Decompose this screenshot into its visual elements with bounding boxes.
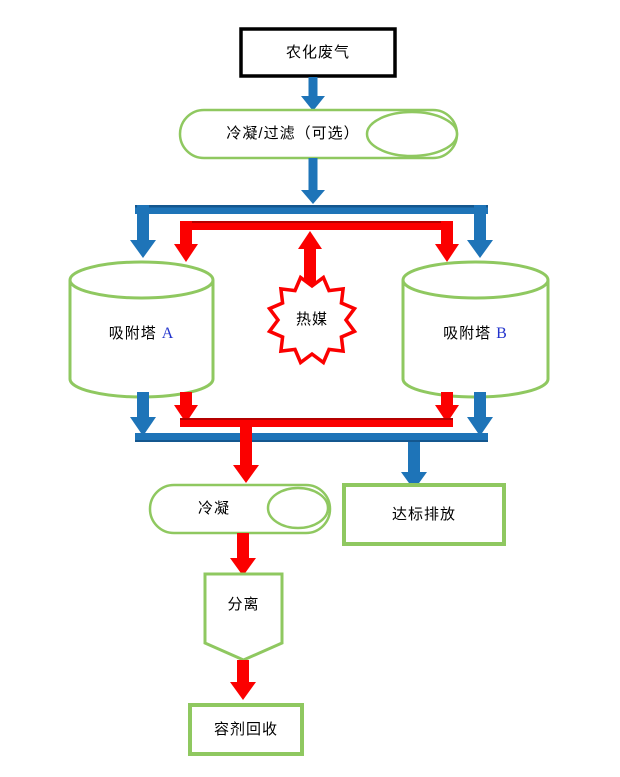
arrow-condense-to-separation [230,533,256,576]
arrow-separation-to-recovery [230,660,256,700]
collector-bottom-red-bar [180,418,453,427]
arrow-source-to-pretreat [301,77,325,111]
arrow-tower-a-out-blue [130,392,156,436]
arrow-tower-b-out-red [435,392,459,423]
condense-inner-ellipse [266,486,330,530]
arrow-heat-to-regen-bar [298,231,322,286]
separation-pentagon [203,572,284,662]
arrow-pretreat-to-manifold [301,158,325,204]
arrow-collector-to-condense-red [233,427,259,483]
heat-medium-starburst [266,274,358,366]
pretreat-inner-ellipse [365,110,459,158]
solvent-recovery-box [188,703,304,756]
arrow-regen-to-tower-a-red [174,221,198,262]
manifold-top-blue-bar [135,205,488,214]
arrow-tower-a-out-red [174,392,198,423]
arrow-tower-b-out-blue [467,392,493,436]
arrow-manifold-to-tower-b-blue [467,205,493,258]
collector-bottom-blue-bar [135,433,488,442]
arrow-manifold-to-tower-a-blue [130,205,156,258]
arrow-collector-to-discharge-blue [401,442,427,490]
tower-b-cylinder [401,260,550,399]
waste-gas-box [239,27,397,78]
arrow-regen-to-tower-b-red [435,221,459,262]
regen-top-red-bar [180,221,453,230]
tower-a-cylinder [68,260,215,399]
discharge-box [342,483,506,546]
